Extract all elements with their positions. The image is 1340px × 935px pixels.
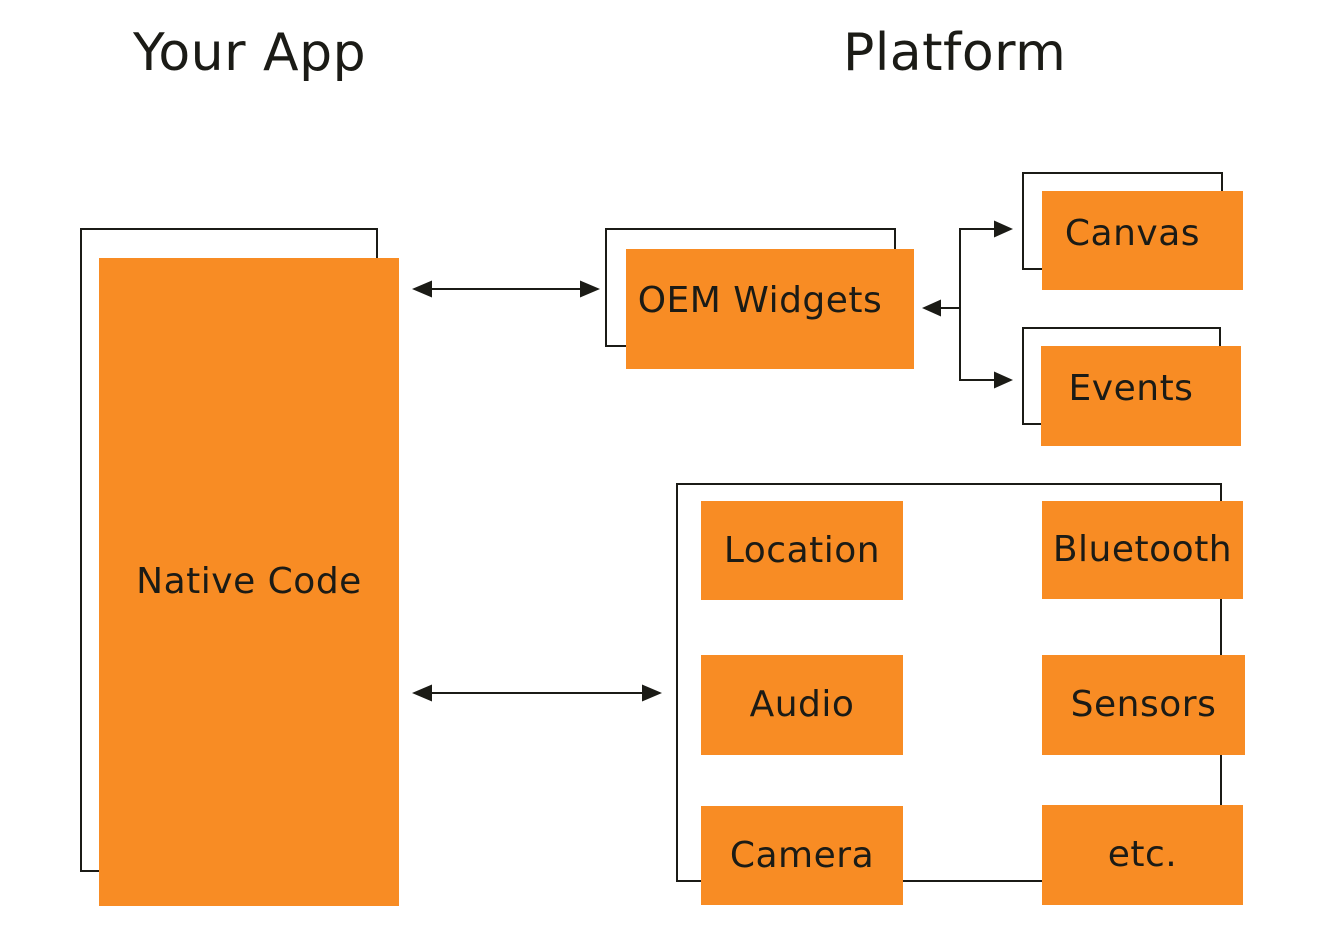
- title-your-app: Your App: [133, 23, 367, 83]
- service-box-audio: [701, 655, 903, 755]
- service-box-sensors: [1042, 655, 1245, 755]
- service-label-audio: Audio: [749, 684, 855, 726]
- oem-widgets-label: OEM Widgets: [637, 280, 883, 322]
- canvas-fill: [1042, 191, 1243, 290]
- title-platform: Platform: [843, 23, 1067, 83]
- service-box-etc: [1042, 805, 1243, 905]
- service-box-location: [701, 501, 903, 600]
- service-label-etc: etc.: [1107, 834, 1178, 876]
- service-box-camera: [701, 806, 903, 905]
- arrow-native-services: [412, 684, 662, 702]
- arrow-native-oem: [412, 280, 600, 298]
- service-label-location: Location: [723, 529, 881, 571]
- native-code-fill: [99, 258, 399, 906]
- events-fill: [1041, 346, 1241, 446]
- native-code-label: Native Code: [136, 561, 362, 603]
- connector-oem-canvas-events: [922, 220, 1013, 389]
- events-label: Events: [1068, 368, 1194, 410]
- service-label-camera: Camera: [729, 834, 875, 876]
- service-box-bluetooth: [1042, 501, 1243, 599]
- canvas-label: Canvas: [1064, 212, 1201, 254]
- service-label-bluetooth: Bluetooth: [1052, 529, 1233, 571]
- oem-widgets-fill: [626, 249, 914, 369]
- service-label-sensors: Sensors: [1070, 684, 1217, 726]
